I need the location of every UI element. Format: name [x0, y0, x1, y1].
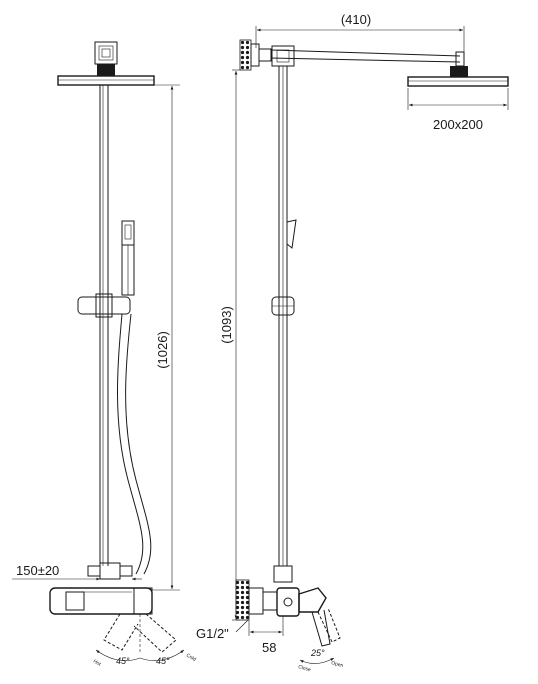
front-view: (1026) 150±20 Hot 45° 45° Cold [12, 41, 197, 668]
angle-left-label: 45° [116, 656, 130, 666]
handle-side: 25° Close Open [297, 587, 344, 673]
hot-label: Hot [92, 659, 102, 668]
close-label: Close [297, 664, 311, 673]
thread-label: G1/2" [196, 626, 229, 641]
shower-arm [270, 45, 461, 67]
thread-callout: G1/2" [196, 619, 249, 641]
height-dimension-front: (1026) [152, 84, 180, 591]
side-angle-label: 25° [310, 648, 325, 658]
head-mount-block [94, 41, 118, 76]
handle-rotation-front [95, 587, 185, 661]
offset-dimension: 58 [248, 616, 284, 655]
lower-connection-side [235, 565, 300, 621]
hose-front [117, 313, 152, 575]
hand-shower-side [286, 219, 297, 249]
hand-shower-front [121, 220, 135, 296]
cold-label: Cold [185, 653, 197, 663]
side-view: (410) 200x200 [196, 12, 509, 673]
shower-head-front [57, 75, 155, 86]
riser-rail-front [99, 85, 109, 566]
right-height-label: (1093) [219, 306, 234, 344]
shower-head-side: 200x200 [407, 51, 509, 132]
wall-bracket-top [239, 39, 272, 71]
height-dimension-side: (1093) [219, 69, 240, 621]
slider-holder-front [77, 293, 131, 318]
arm-length-label: (410) [341, 12, 371, 27]
offset-label: 58 [262, 640, 276, 655]
mixer-body-front [49, 587, 153, 615]
head-size-label: 200x200 [433, 117, 483, 132]
open-label: Open [330, 660, 344, 669]
riser-rail-side [278, 66, 288, 566]
center-distance-label: 150±20 [16, 563, 59, 578]
diverter-connectors [87, 562, 133, 580]
angle-right-label: 45° [156, 656, 170, 666]
slider-holder-side [271, 296, 295, 316]
center-distance-dimension: 150±20 [12, 563, 142, 581]
left-height-label: (1026) [155, 331, 170, 369]
